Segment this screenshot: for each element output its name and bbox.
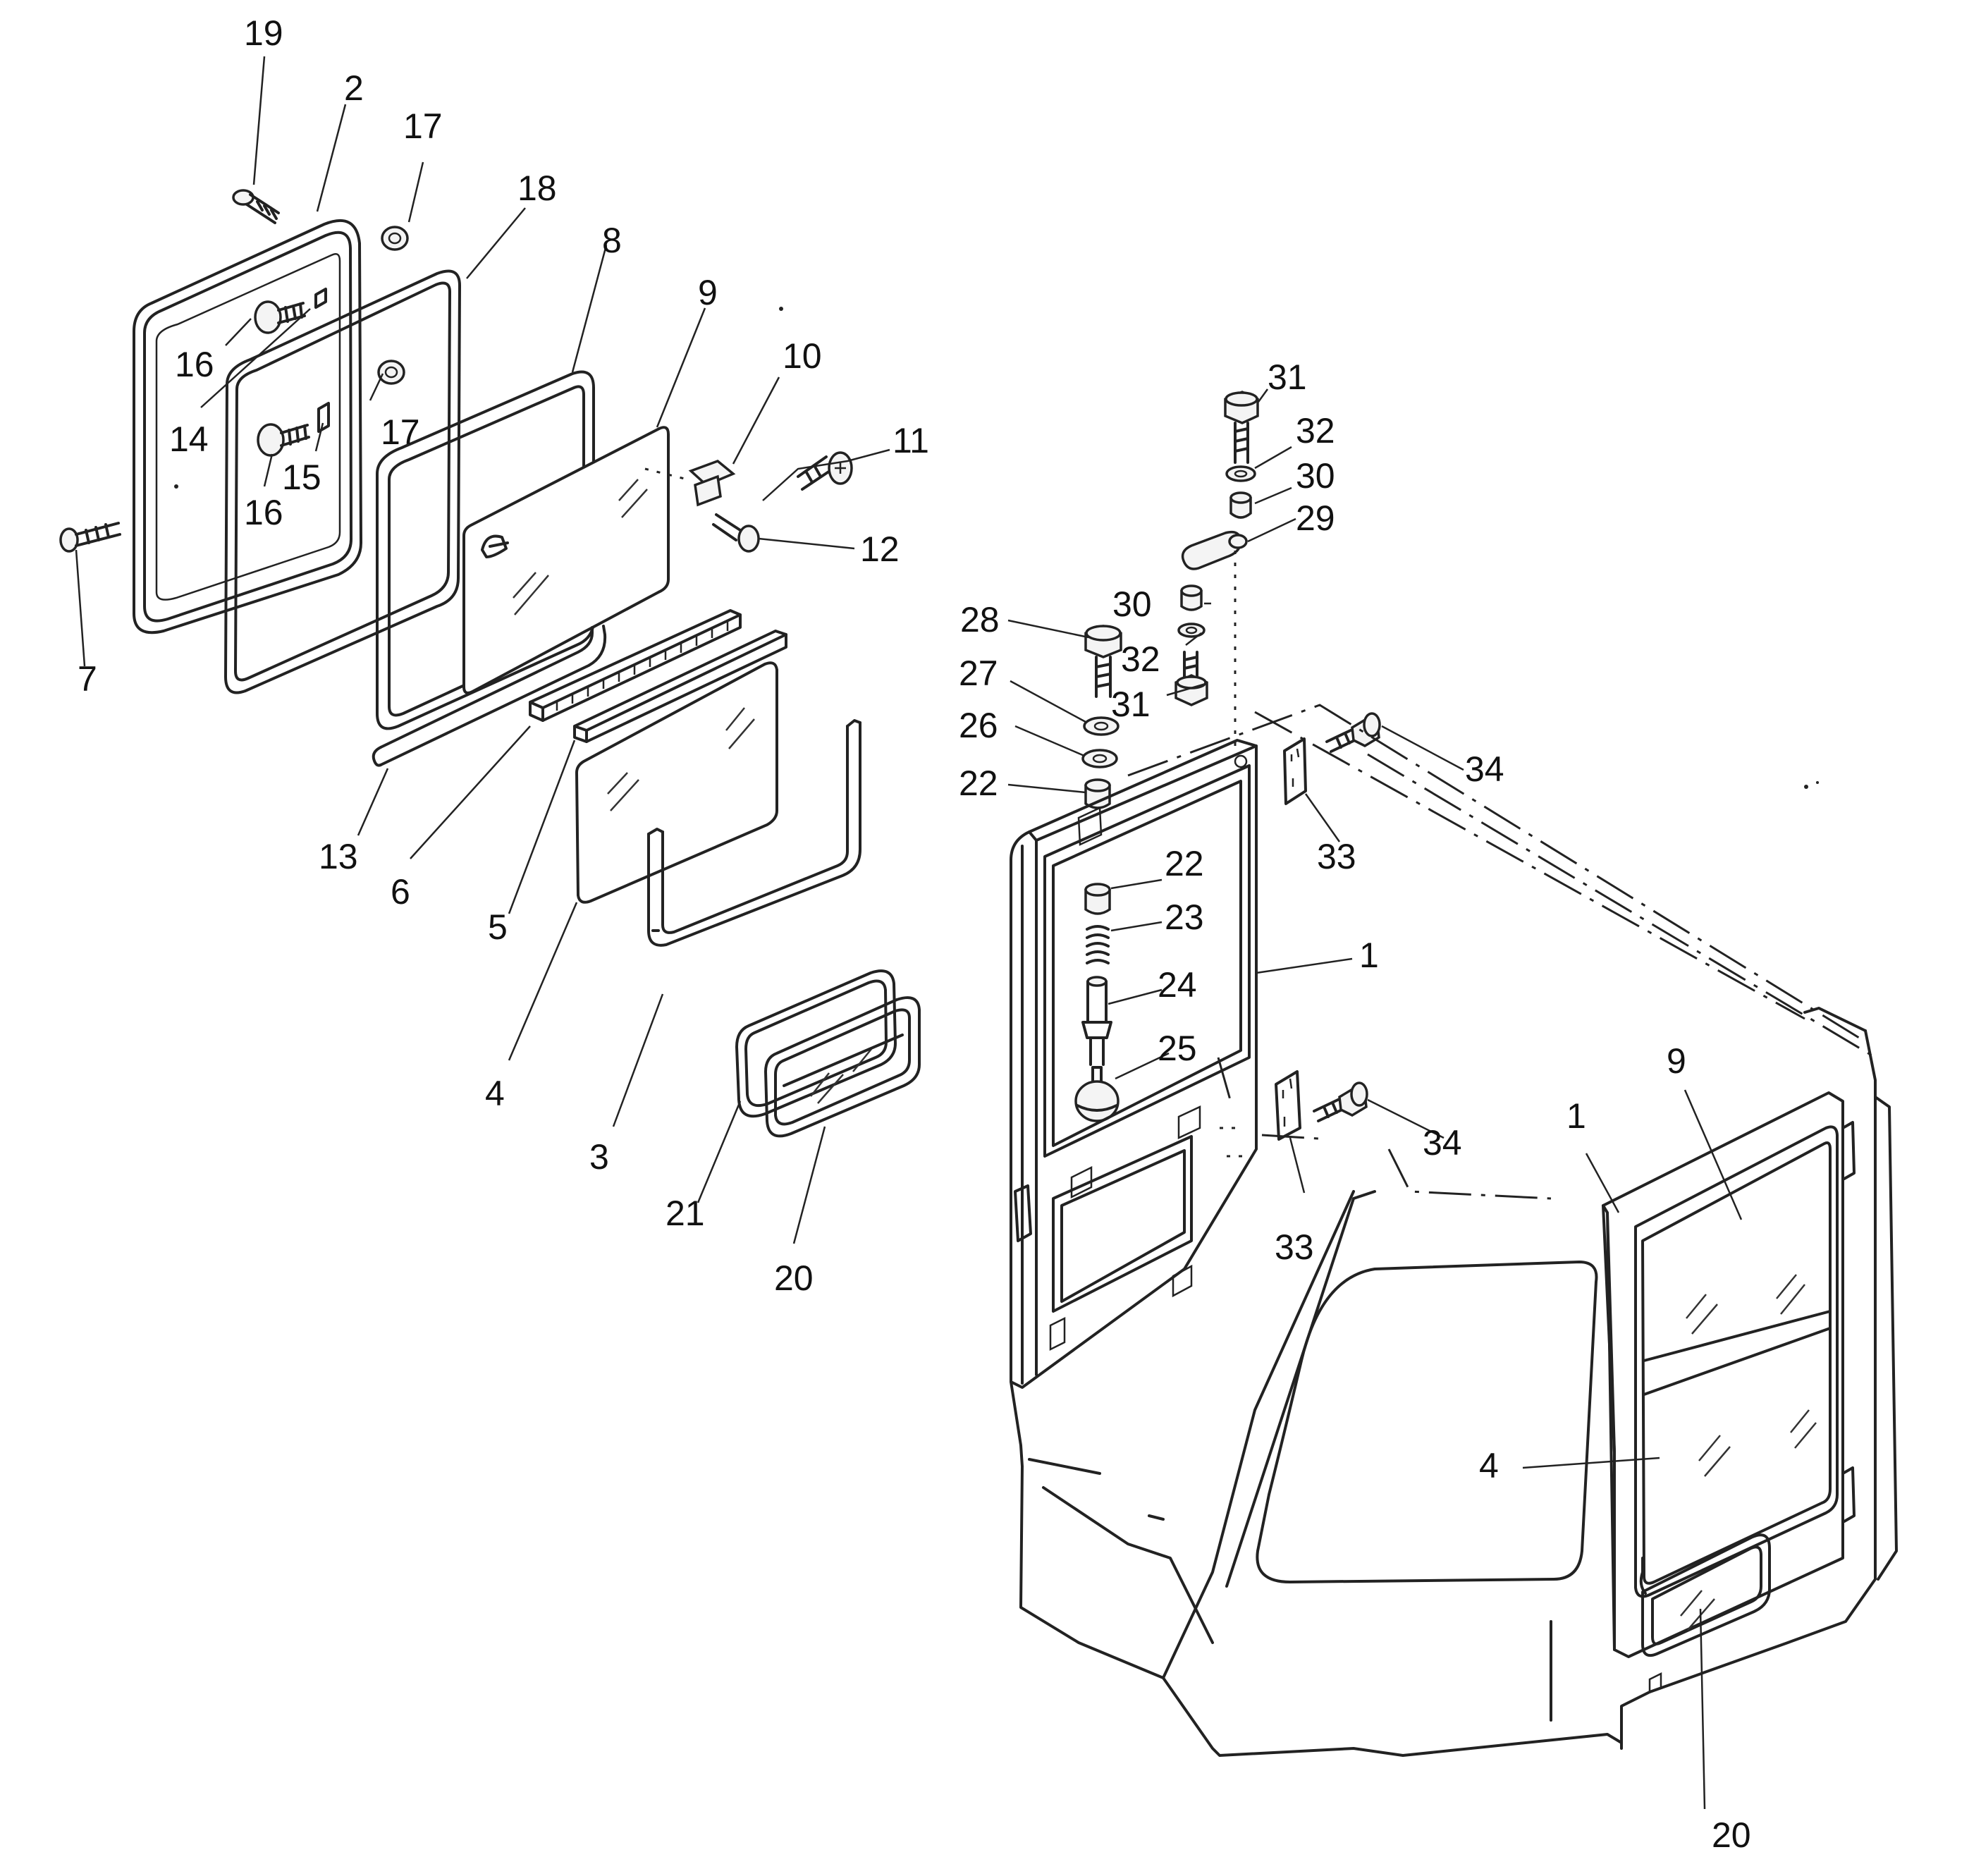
part-25-knob: [1074, 1066, 1120, 1122]
part-20-small-window-glass: [764, 996, 921, 1138]
part-34-bolt-lower: [1313, 1081, 1368, 1122]
part-24-pin: [1081, 976, 1112, 1066]
callout-30: 30: [1296, 456, 1335, 496]
part-16-screw-lower: [257, 423, 310, 457]
callout-3: 3: [589, 1137, 609, 1177]
part-7-screw: [59, 522, 121, 553]
part-1-door-installed: [1602, 1091, 1856, 1693]
part-19-screw: [232, 189, 280, 224]
part-12-screw: [712, 513, 760, 553]
callout-1: 1: [1359, 936, 1379, 975]
part-5-bar: [573, 630, 787, 743]
part-33-hinge-upper: [1283, 737, 1307, 805]
callout-12: 12: [860, 529, 900, 569]
callout-4: 4: [485, 1074, 505, 1113]
callout-9: 9: [1667, 1041, 1686, 1081]
callout-20: 20: [774, 1258, 814, 1298]
callout-18: 18: [517, 168, 557, 208]
part-15-clip: [317, 402, 330, 433]
callout-33: 33: [1275, 1227, 1314, 1267]
part-18-seal-frame: [224, 269, 461, 694]
callout-labels: 19 2 17 18 8 9 10 11 12 16 14 17 15 16 7…: [78, 13, 1751, 1855]
part-9-sliding-glass: [462, 426, 670, 694]
callout-11: 11: [893, 421, 929, 460]
callout-15: 15: [282, 458, 321, 497]
callout-23: 23: [1165, 897, 1204, 937]
scan-specks: [174, 307, 1819, 789]
part-4-fixed-glass: [575, 661, 778, 904]
callout-34: 34: [1423, 1123, 1462, 1163]
callout-2: 2: [344, 68, 364, 108]
part-3-u-channel: [647, 719, 861, 947]
callout-22: 22: [1165, 844, 1204, 883]
part-34-bolt-upper: [1325, 712, 1381, 753]
callout-31: 31: [1268, 357, 1307, 397]
callout-17: 17: [403, 106, 443, 146]
part-13-lower-channel: [372, 625, 607, 767]
callout-16: 16: [244, 493, 283, 532]
callout-21: 21: [666, 1194, 705, 1233]
callout-20: 20: [1712, 1815, 1751, 1855]
callout-17: 17: [381, 412, 420, 452]
part-2-outer-frame: [133, 219, 362, 634]
part-22-bushing-lower: [1084, 883, 1111, 915]
callout-22: 22: [959, 764, 998, 803]
callout-10: 10: [783, 336, 822, 376]
part-22-bushing-upper: [1084, 778, 1111, 809]
callout-27: 27: [959, 654, 998, 693]
callout-13: 13: [319, 837, 358, 876]
part-6-rail: [529, 609, 742, 722]
callout-8: 8: [602, 221, 622, 260]
part-11-screw: [797, 451, 853, 491]
part-1-door-exploded: [1010, 739, 1258, 1389]
part-30-collar-lower: [1180, 584, 1203, 611]
callout-24: 24: [1158, 965, 1197, 1005]
part-14-clip: [314, 288, 327, 309]
callout-32: 32: [1121, 639, 1160, 679]
part-32-washer-lower: [1177, 623, 1206, 638]
part-31-bolt-upper: [1224, 391, 1259, 464]
part-33-hinge-lower: [1275, 1070, 1301, 1141]
callout-31: 31: [1111, 685, 1151, 724]
callout-16: 16: [175, 345, 214, 384]
callout-7: 7: [78, 659, 97, 699]
callout-19: 19: [244, 13, 283, 53]
cab-body: [1010, 550, 1898, 1757]
part-28-bolt: [1084, 625, 1122, 698]
callout-9: 9: [698, 273, 718, 312]
part-17-nut-lower: [377, 360, 405, 385]
part-31-bolt-lower: [1175, 651, 1208, 706]
callout-1: 1: [1566, 1096, 1586, 1136]
callout-33: 33: [1317, 837, 1356, 876]
part-10-latch: [644, 460, 736, 507]
callout-26: 26: [959, 706, 998, 745]
callout-28: 28: [960, 600, 1000, 639]
part-16-screw-upper: [254, 300, 306, 334]
part-21-small-window-seal: [735, 969, 897, 1118]
callout-25: 25: [1158, 1029, 1197, 1068]
part-27-washer: [1083, 716, 1120, 736]
leader-lines: [75, 56, 1743, 1810]
callout-14: 14: [169, 419, 209, 459]
part-17-nut-upper: [381, 226, 409, 251]
part-29-bracket: [1181, 530, 1248, 570]
part-30-collar-upper: [1229, 491, 1252, 519]
part-26-washer: [1081, 749, 1118, 768]
part-23-spring: [1086, 925, 1110, 964]
callout-34: 34: [1465, 749, 1504, 789]
part-32-washer-upper: [1225, 465, 1256, 482]
callout-6: 6: [391, 872, 410, 912]
callout-29: 29: [1296, 498, 1335, 538]
callout-32: 32: [1296, 411, 1335, 450]
callout-4: 4: [1479, 1446, 1499, 1485]
callout-30: 30: [1112, 584, 1152, 624]
callout-5: 5: [488, 907, 508, 947]
